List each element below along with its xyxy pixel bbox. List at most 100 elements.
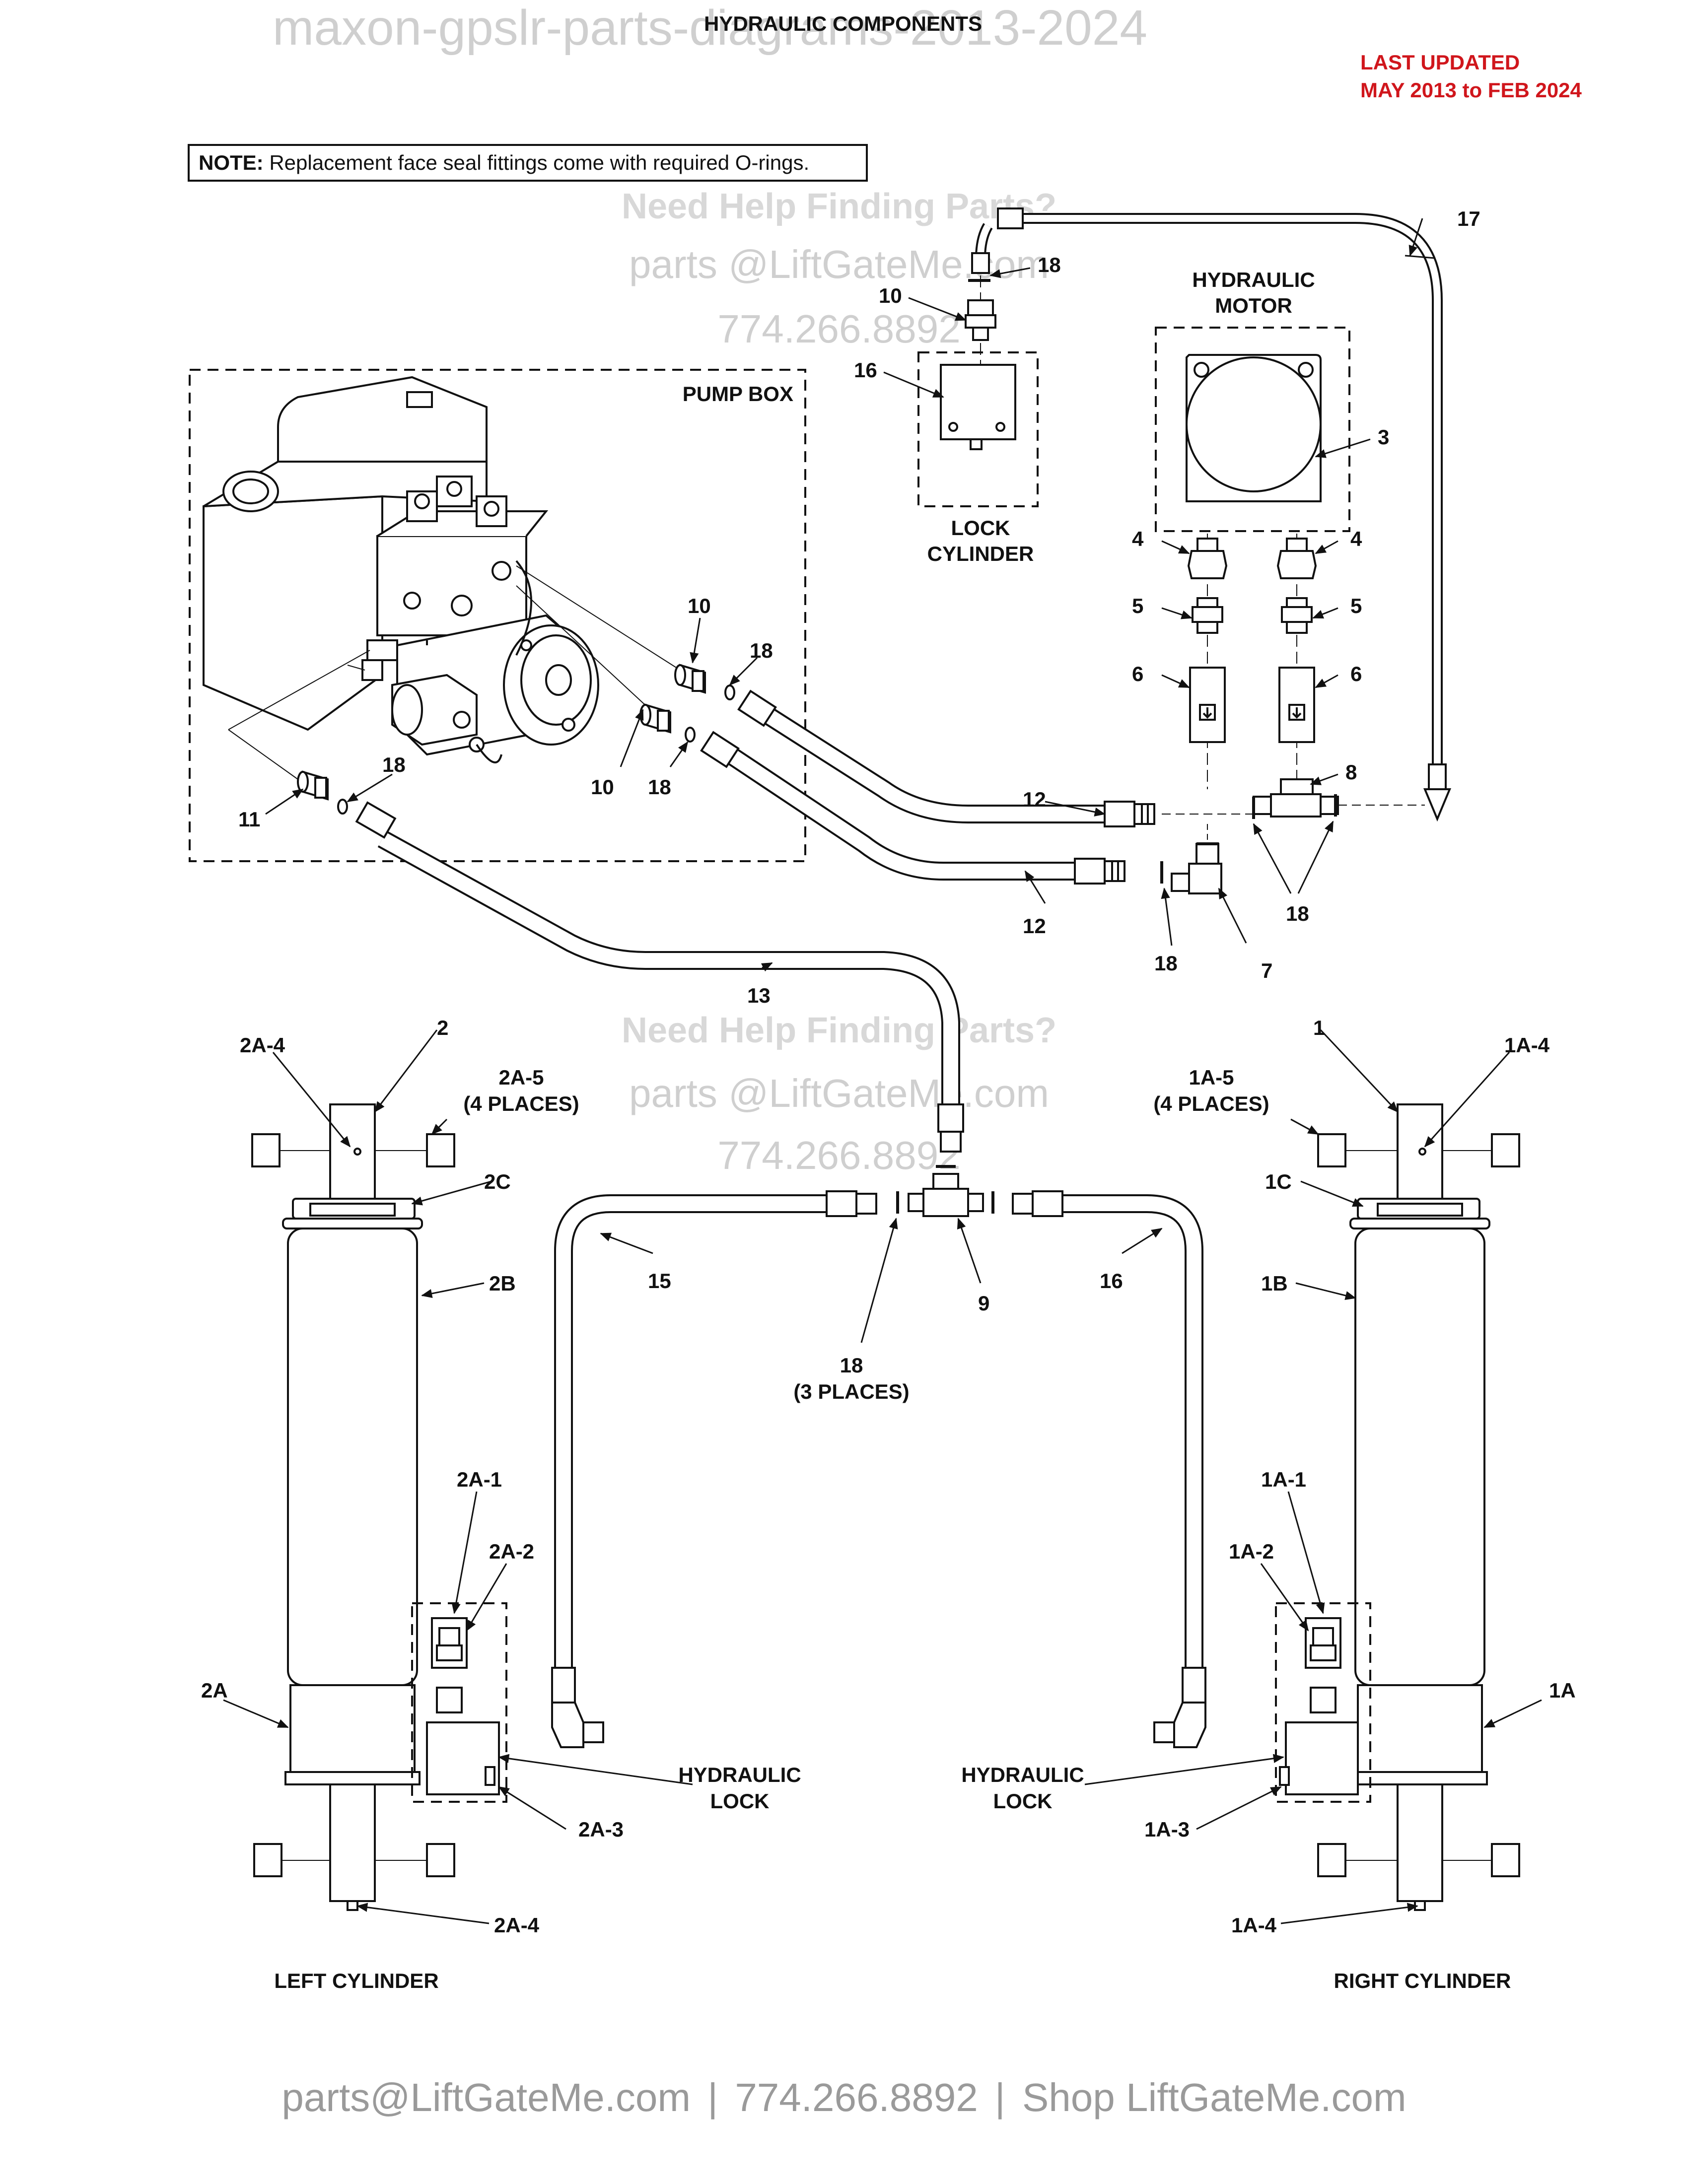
footer-separator: | [994, 2075, 1005, 2119]
callout-10-pump-upper: 10 [688, 594, 711, 617]
footer-contact: parts@LiftGateMe.com | 774.266.8892 | Sh… [0, 2075, 1688, 2120]
callout-2a-3: 2A-3 [578, 1818, 624, 1841]
callout-17: 17 [1457, 207, 1480, 230]
left-cylinder-pin-lines [280, 1150, 427, 1861]
hydraulic-lock-right-label-1: HYDRAULIC [961, 1763, 1084, 1786]
right-hydraulic-lock-outline [1275, 1602, 1371, 1803]
footer-shop-link[interactable]: Shop LiftGateMe.com [1022, 2075, 1407, 2119]
note-label: NOTE: [199, 151, 264, 174]
lock-cylinder-16 [940, 364, 1016, 450]
callout-1a: 1A [1549, 1679, 1576, 1702]
hose-16 [1057, 1194, 1203, 1678]
check-valve-6-pair [1189, 667, 1315, 743]
hydraulic-motor-label-1: HYDRAULIC [1192, 268, 1315, 291]
callout-6-left: 6 [1132, 662, 1143, 685]
adapter-4-pair [1187, 538, 1317, 579]
callout-labels: 18 10 16 3 17 4 4 5 5 6 6 8 18 7 18 12 1… [201, 207, 1576, 1992]
note-text: Replacement face seal fittings come with… [269, 151, 810, 174]
footer-email-link[interactable]: parts@LiftGateMe.com [281, 2075, 691, 2119]
o-ring-18-lower [685, 727, 696, 743]
pump-box-outline [189, 369, 806, 862]
callout-18-tee: 18 [1286, 902, 1309, 925]
callout-6-right: 6 [1350, 662, 1362, 685]
callout-3: 3 [1378, 425, 1389, 449]
watermark-phone: 774.266.8892 [717, 1133, 960, 1177]
callout-2a-5-places: (4 PLACES) [463, 1092, 579, 1115]
callout-5-left: 5 [1132, 594, 1143, 617]
callout-1a-2: 1A-2 [1229, 1540, 1274, 1563]
hydraulic-lock-left-label-2: LOCK [710, 1789, 770, 1813]
callout-1b: 1B [1261, 1272, 1288, 1295]
hydraulic-motor-label-2: MOTOR [1215, 294, 1292, 317]
tee-8-centerline [1162, 805, 1425, 815]
right-hydraulic-lock-1a [1279, 1617, 1359, 1795]
left-hydraulic-lock-2a [426, 1617, 500, 1795]
callout-13: 13 [747, 984, 771, 1007]
pump-extension-lines [228, 565, 681, 780]
tee-9 [908, 1173, 984, 1217]
o-rings-18-tee-9 [896, 1165, 994, 1214]
callout-18-places-sub: (3 PLACES) [793, 1380, 909, 1403]
fitting-11 [297, 770, 329, 801]
left-cylinder-label: LEFT CYLINDER [274, 1969, 438, 1992]
callout-1a-1: 1A-1 [1261, 1468, 1306, 1491]
callout-12-lower: 12 [1023, 914, 1046, 938]
callout-15: 15 [648, 1269, 671, 1293]
callout-2a: 2A [201, 1679, 228, 1702]
last-updated-range: MAY 2013 to FEB 2024 [1360, 78, 1582, 102]
callout-8: 8 [1345, 760, 1357, 784]
o-ring-18-upper [724, 684, 735, 700]
callout-18-pump: 18 [382, 753, 406, 776]
callout-1c: 1C [1265, 1170, 1292, 1193]
elbow-7 [1171, 843, 1222, 894]
watermark-email: parts @LiftGateMe.com [629, 1071, 1049, 1115]
callout-1a-4-bottom: 1A-4 [1231, 1913, 1277, 1937]
footer-separator: | [707, 2075, 718, 2119]
hose-13 [377, 830, 960, 1107]
callout-9: 9 [978, 1292, 989, 1315]
callout-2b: 2B [489, 1272, 516, 1295]
hose-12-upper [762, 706, 1107, 823]
hose-12-lower [724, 747, 1077, 881]
fitting-10-lower [639, 703, 671, 734]
callout-2a-5: 2A-5 [498, 1066, 544, 1089]
hose-15 [554, 1194, 829, 1678]
last-updated-label: LAST UPDATED [1360, 51, 1520, 74]
hydraulic-motor-3 [1186, 354, 1322, 502]
callout-2a-1: 2A-1 [457, 1468, 502, 1491]
right-cylinder-1 [1317, 1103, 1520, 1911]
lock-cylinder-label-2: CYLINDER [927, 542, 1034, 565]
callout-2a-2: 2A-2 [489, 1540, 534, 1563]
pump-box-label: PUMP BOX [683, 382, 793, 406]
pump-assembly [203, 376, 599, 763]
callout-1a-5: 1A-5 [1189, 1066, 1234, 1089]
callout-11: 11 [238, 808, 260, 831]
callout-2a-4-bottom: 2A-4 [494, 1913, 540, 1937]
callout-1a-3: 1A-3 [1144, 1818, 1190, 1841]
callout-2: 2 [437, 1016, 448, 1039]
callout-2a-4-top: 2A-4 [240, 1033, 285, 1057]
right-cylinder-pin-lines [1345, 1150, 1492, 1861]
lock-cylinder-outline [917, 351, 1039, 507]
left-cylinder-2 [251, 1103, 455, 1911]
left-hydraulic-lock-outline [411, 1602, 507, 1803]
callout-16-lock: 16 [854, 358, 877, 382]
fitting-10-lock [965, 299, 996, 341]
lock-cylinder-label-1: LOCK [951, 516, 1010, 540]
fitting-10-upper [674, 664, 706, 694]
callout-1a-5-places: (4 PLACES) [1153, 1092, 1269, 1115]
tee-8 [1253, 778, 1339, 818]
callout-1: 1 [1313, 1016, 1325, 1039]
watermark-help: Need Help Finding Parts? [622, 1011, 1056, 1050]
callout-4-left: 4 [1132, 527, 1144, 550]
hose-ends [355, 207, 1451, 1704]
callout-5-right: 5 [1350, 594, 1362, 617]
watermark-contact-mid: Need Help Finding Parts? parts @LiftGate… [622, 1011, 1056, 1177]
right-elbow-fitting [1153, 1702, 1206, 1748]
hydraulic-lock-right-label-2: LOCK [993, 1789, 1053, 1813]
page-title: HYDRAULIC COMPONENTS [704, 12, 982, 35]
callout-18-pump-upper: 18 [750, 639, 773, 662]
note-box: NOTE: Replacement face seal fittings com… [188, 144, 868, 182]
footer-phone[interactable]: 774.266.8892 [735, 2075, 978, 2119]
callout-4-right: 4 [1350, 527, 1362, 550]
